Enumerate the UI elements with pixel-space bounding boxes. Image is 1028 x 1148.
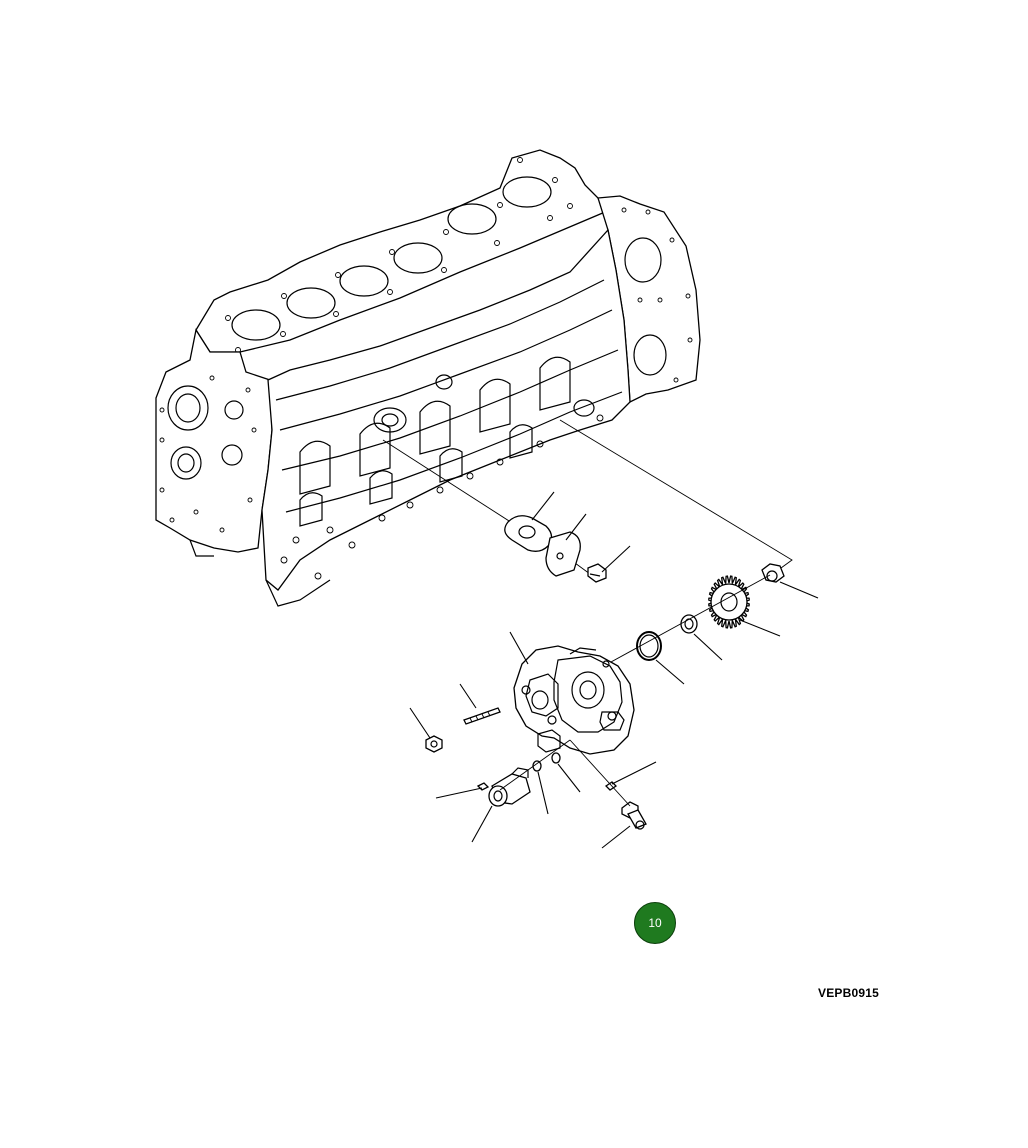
drive-gear (708, 575, 750, 629)
o-ring-small (551, 752, 561, 764)
high-pressure-pump (513, 645, 635, 755)
cover-plate (545, 531, 581, 577)
stud (463, 707, 501, 725)
reference-callout-badge[interactable]: 10 (634, 902, 676, 944)
spacer-ring (680, 614, 698, 634)
fitting-centerline-2 (569, 739, 631, 807)
valve (488, 767, 531, 807)
nut-lower (425, 735, 443, 753)
fitting-centerline-1 (499, 739, 571, 791)
engine-block (155, 149, 701, 607)
union (621, 801, 647, 830)
gasket (504, 515, 553, 552)
leader-lines (409, 491, 819, 849)
bolt (587, 563, 607, 583)
nut (761, 563, 785, 583)
drawing-number: VEPB0915 (818, 986, 879, 1000)
shaft-centerline (599, 574, 771, 669)
